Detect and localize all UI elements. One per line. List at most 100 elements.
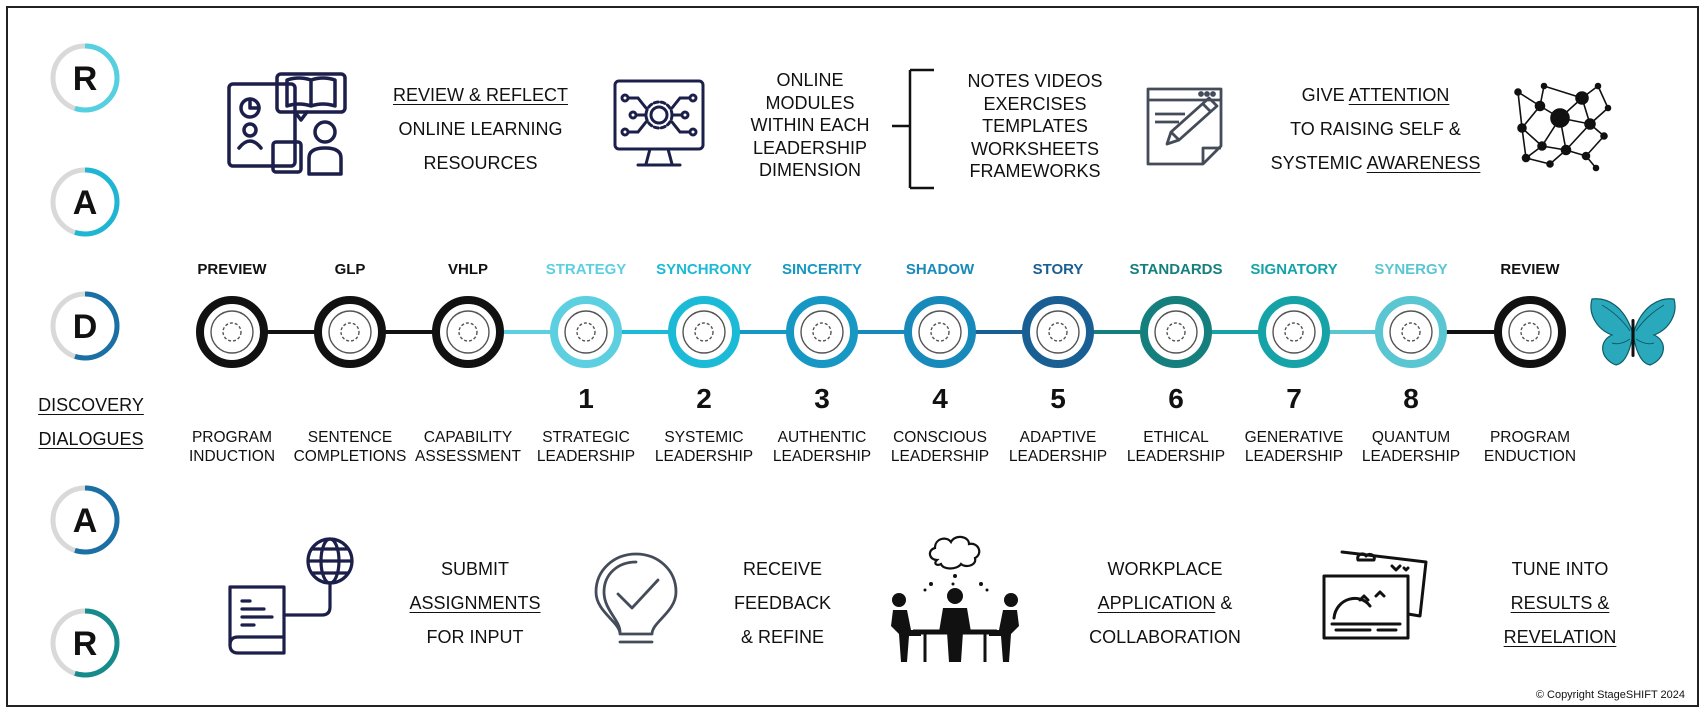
attention-text: GIVE ATTENTION TO RAISING SELF & SYSTEMI… — [1258, 78, 1493, 180]
stage-icon — [576, 322, 596, 342]
book-globe-icon — [224, 535, 360, 666]
radar-circle-5: R — [50, 608, 120, 678]
tune-text: TUNE INTO RESULTS & REVELATION — [1475, 552, 1645, 654]
stage-number: 4 — [932, 383, 948, 414]
stage-description-line-1: SYSTEMIC — [664, 429, 744, 446]
diagram-frame — [6, 6, 1699, 707]
stage-icon — [812, 322, 832, 342]
stage-description-line-2: ASSESSMENT — [415, 448, 521, 465]
stage-icon-circle — [800, 310, 844, 354]
stage-number: 6 — [1168, 383, 1184, 414]
stage-icon-circle — [328, 310, 372, 354]
stage-icon-circle — [682, 310, 726, 354]
workplace-line-1: WORKPLACE — [1107, 559, 1223, 579]
stage-node-5 — [668, 296, 740, 368]
workplace-line-3: COLLABORATION — [1089, 627, 1241, 647]
stage-node-3 — [432, 296, 504, 368]
stage-heading: VHLP — [447, 261, 488, 278]
modules-line-1: ONLINE — [776, 70, 844, 90]
stage-description-line-2: COMPLETIONS — [293, 448, 407, 465]
discovery-dialogues: DISCOVERY DIALOGUES — [30, 388, 152, 456]
stage-description-line-2: LEADERSHIP — [1126, 448, 1226, 465]
resources-line-2: EXERCISES — [983, 93, 1087, 114]
stage-node-4 — [550, 296, 622, 368]
stage-number: 5 — [1050, 383, 1066, 414]
stage-description-line-2: ENDUCTION — [1483, 448, 1577, 465]
modules-line-4: LEADERSHIP — [752, 137, 868, 158]
give-word: GIVE — [1301, 85, 1349, 105]
radar-ring-arc — [50, 43, 120, 113]
stage-icon — [1520, 322, 1540, 342]
stage-icon-circle — [1036, 310, 1080, 354]
stage-node-6 — [786, 296, 858, 368]
network-people-icon — [1510, 78, 1612, 179]
stage-description-line-2: LEADERSHIP — [890, 448, 990, 465]
tune-line-3: REVELATION — [1503, 627, 1617, 647]
attention-line-3: SYSTEMIC AWARENESS — [1258, 146, 1493, 180]
copyright-text: © Copyright StageSHIFT 2024 — [1535, 689, 1685, 701]
stage-description-line-1: QUANTUM — [1371, 429, 1451, 446]
note-pencil-icon — [1145, 86, 1227, 171]
stage-number: 1 — [578, 383, 594, 414]
workplace-text: WORKPLACE APPLICATION & COLLABORATION — [1070, 552, 1260, 654]
stage-icon — [694, 322, 714, 342]
radar-circle-2: A — [50, 167, 120, 237]
stage-number: 2 — [696, 383, 712, 414]
stage-icon-circle — [1272, 310, 1316, 354]
stage-description-line-1: ETHICAL — [1143, 429, 1209, 446]
stage-description: ADAPTIVE LEADERSHIP — [996, 428, 1120, 466]
application-word: APPLICATION — [1097, 593, 1216, 613]
stage-description-line-1: CONSCIOUS — [893, 429, 987, 446]
stage-icon — [340, 322, 360, 342]
modules-line-3: WITHIN EACH — [750, 115, 870, 135]
radar-letter: D — [73, 308, 98, 346]
submit-line-2: ASSIGNMENTS — [409, 593, 541, 613]
stage-description-line-2: LEADERSHIP — [654, 448, 754, 465]
stage-node-10 — [1258, 296, 1330, 368]
attention-line-2: TO RAISING SELF & — [1290, 119, 1461, 139]
submit-line-3: FOR INPUT — [426, 627, 524, 647]
stage-icon — [1401, 322, 1421, 342]
stage-node-9 — [1140, 296, 1212, 368]
lightbulb-check-icon — [590, 550, 682, 655]
stage-node-1 — [196, 296, 268, 368]
stage-node-12 — [1494, 296, 1566, 368]
stage-node-11 — [1375, 296, 1447, 368]
stage-icon — [930, 322, 950, 342]
feedback-line-2: FEEDBACK — [733, 593, 832, 613]
stage-description-line-1: GENERATIVE — [1244, 429, 1344, 446]
stage-heading: PREVIEW — [197, 261, 267, 278]
resources-line-1: NOTES VIDEOS — [967, 71, 1103, 91]
stage-description: SYSTEMIC LEADERSHIP — [642, 428, 766, 466]
submit-line-1: SUBMIT — [440, 559, 509, 579]
stage-heading: STRATEGY — [545, 261, 627, 278]
stage-description-line-2: LEADERSHIP — [1008, 448, 1108, 465]
tune-line-1: TUNE INTO — [1511, 559, 1609, 579]
photos-icon — [1320, 548, 1430, 649]
radar-ring-arc — [50, 485, 120, 555]
systemic-word: SYSTEMIC — [1270, 153, 1367, 173]
bracket — [890, 68, 940, 195]
review-line-2: ONLINE LEARNING — [398, 119, 563, 139]
stage-icon — [458, 322, 478, 342]
stage-node-2 — [314, 296, 386, 368]
stage-description-line-1: AUTHENTIC — [777, 429, 867, 446]
modules-line-5: DIMENSION — [758, 160, 861, 180]
stage-description: ETHICAL LEADERSHIP — [1114, 428, 1238, 466]
radar-ring-arc — [50, 608, 120, 678]
stage-icon — [1166, 322, 1186, 342]
discovery-line-2: DIALOGUES — [38, 429, 144, 449]
feedback-line-3: & REFINE — [740, 627, 824, 647]
stage-heading: SYNCHRONY — [656, 261, 752, 278]
stage-description-line-1: ADAPTIVE — [1019, 429, 1097, 446]
feedback-text: RECEIVE FEEDBACK & REFINE — [700, 552, 865, 654]
stage-heading: GLP — [334, 261, 366, 278]
stage-description-line-1: SENTENCE — [307, 429, 393, 446]
review-reflect-text: REVIEW & REFLECT ONLINE LEARNING RESOURC… — [378, 78, 583, 180]
